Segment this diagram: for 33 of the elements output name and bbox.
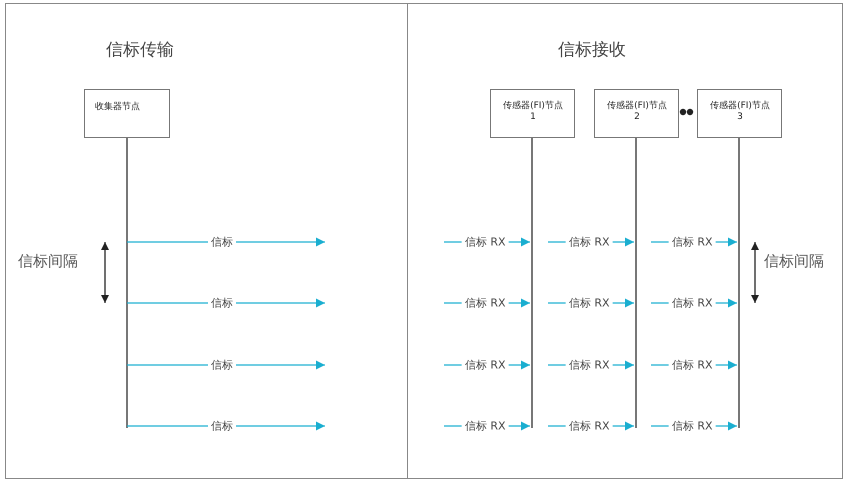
node-label: 收集器节点 bbox=[95, 102, 140, 113]
interval-label: 信标间隔 bbox=[764, 252, 824, 271]
edge-label: 信标 RX bbox=[462, 358, 509, 372]
node-box bbox=[84, 89, 170, 138]
node-box bbox=[490, 89, 575, 138]
edge-label: 信标 RX bbox=[462, 296, 509, 310]
edge-label: 信标 bbox=[208, 296, 236, 310]
edge-label: 信标 RX bbox=[462, 418, 509, 434]
node-box bbox=[594, 89, 679, 138]
lifeline bbox=[126, 138, 128, 428]
panel-frame bbox=[407, 3, 843, 479]
edge-label: 信标 RX bbox=[566, 296, 613, 310]
lifeline bbox=[531, 138, 533, 428]
edge-label: 信标 RX bbox=[566, 234, 613, 250]
panel-heading: 信标传输 bbox=[106, 39, 174, 61]
node-label: 传感器(FI)节点 2 bbox=[606, 101, 668, 123]
node-label: 传感器(FI)节点 1 bbox=[502, 101, 564, 123]
edge-label: 信标 RX bbox=[668, 418, 716, 434]
edge-label: 信标 RX bbox=[462, 234, 509, 250]
edge-label: 信标 RX bbox=[566, 358, 613, 372]
node-label: 传感器(FI)节点 3 bbox=[709, 101, 771, 123]
panel-heading: 信标接收 bbox=[558, 39, 626, 61]
edge-label: 信标 RX bbox=[668, 234, 716, 250]
interval-label: 信标间隔 bbox=[18, 252, 78, 271]
edge-label: 信标 RX bbox=[668, 358, 716, 372]
node-box bbox=[697, 89, 782, 138]
edge-label: 信标 RX bbox=[566, 418, 613, 434]
edge-label: 信标 RX bbox=[668, 296, 716, 310]
edge-label: 信标 bbox=[208, 358, 236, 372]
edge-label: 信标 bbox=[208, 418, 236, 434]
edge-label: 信标 bbox=[208, 234, 236, 250]
lifeline bbox=[635, 138, 637, 428]
lifeline bbox=[738, 138, 740, 428]
